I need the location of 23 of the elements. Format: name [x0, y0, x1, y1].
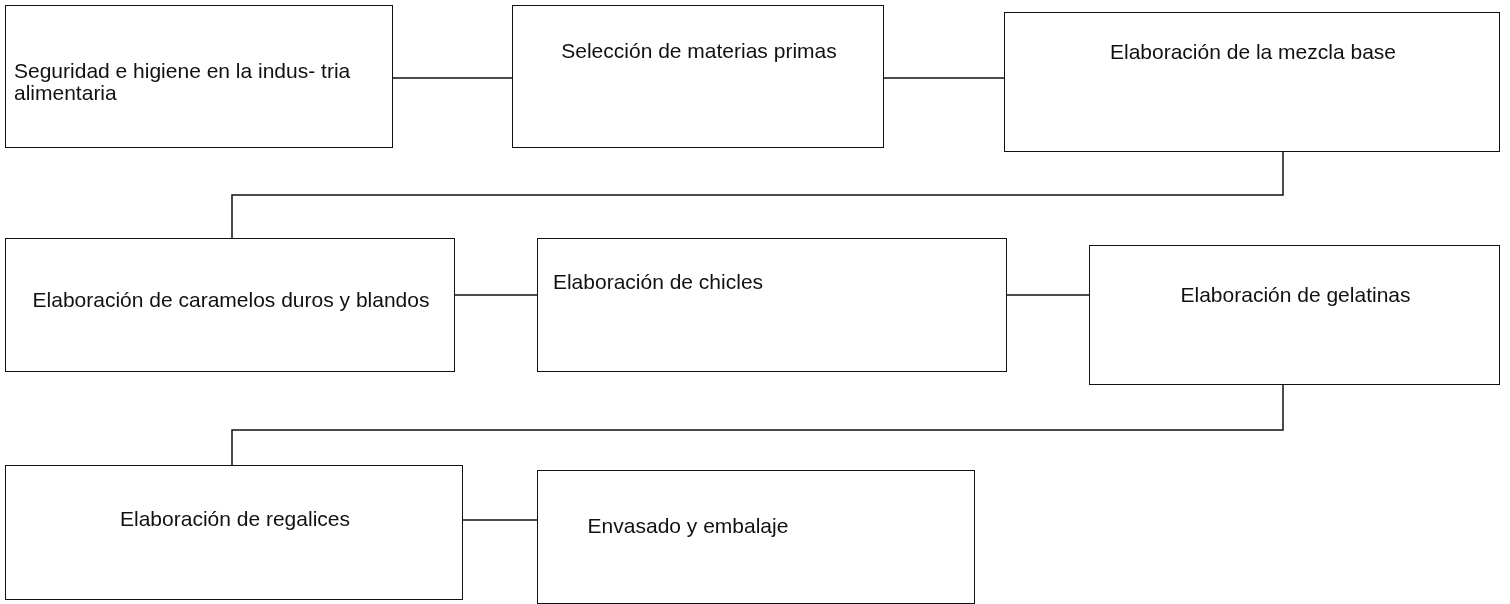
- process-box: [512, 5, 884, 148]
- box-label: Seguridad e higiene en la indus- tria alimentaria: [14, 60, 352, 105]
- connector-line: [462, 519, 538, 521]
- connector-line: [1006, 294, 1090, 296]
- box-label: Selección de materias primas: [560, 40, 838, 63]
- connector-line: [883, 77, 1005, 79]
- process-box: [1089, 245, 1500, 385]
- box-label: Elaboración de la mezcla base: [1109, 41, 1397, 64]
- box-label: Elaboración de gelatinas: [1179, 284, 1412, 307]
- connector-line: [392, 77, 513, 79]
- connector-line: [454, 294, 538, 296]
- process-box: [5, 465, 463, 600]
- box-label: Elaboración de regalices: [119, 508, 351, 531]
- box-label: Envasado y embalaje: [586, 515, 790, 538]
- connector-line: [231, 384, 1284, 466]
- process-box: [537, 470, 975, 604]
- connector-line: [231, 151, 1284, 239]
- process-box: [537, 238, 1007, 372]
- box-label: Elaboración de caramelos duros y blandos: [31, 289, 431, 312]
- process-box: [1004, 12, 1500, 152]
- process-box: [5, 5, 393, 148]
- process-box: [5, 238, 455, 372]
- box-label: Elaboración de chicles: [551, 271, 765, 294]
